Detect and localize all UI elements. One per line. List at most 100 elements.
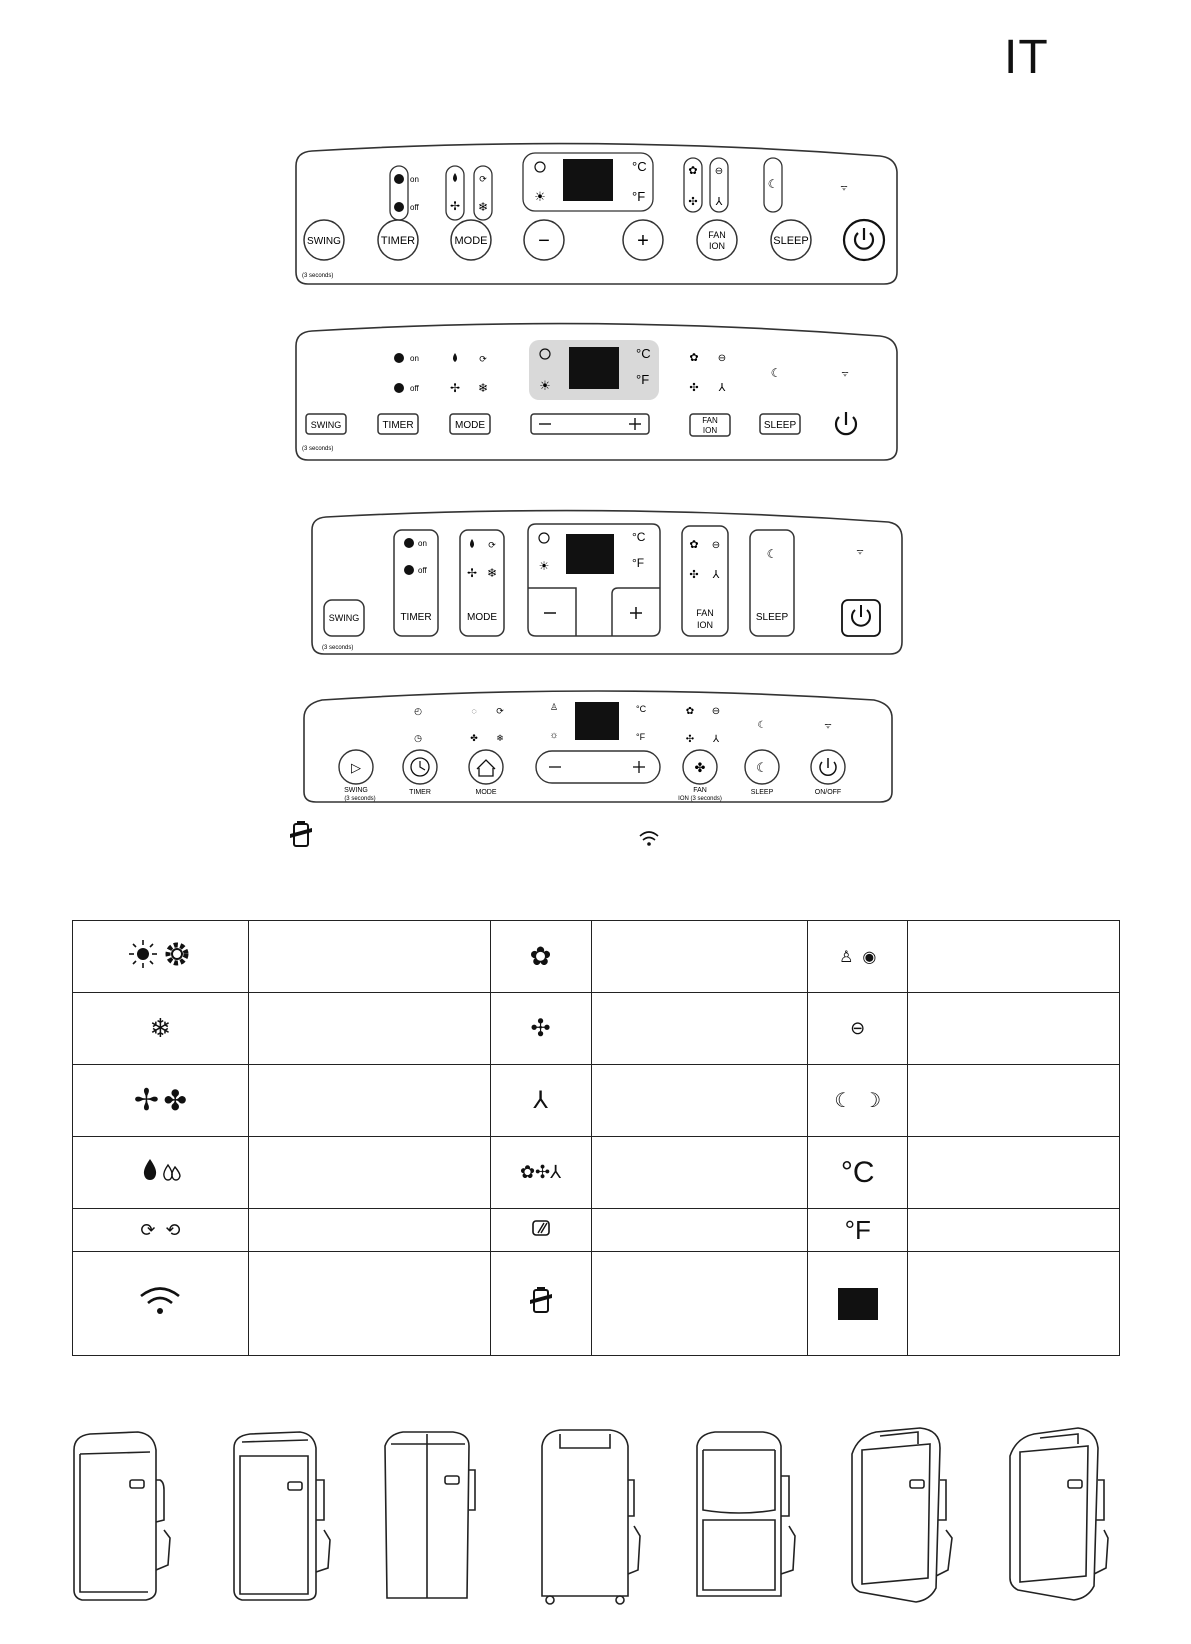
- drop-icon: ◌: [471, 706, 476, 716]
- wifi-icon: ᯤ: [841, 369, 848, 378]
- fan-icon: ✢: [450, 199, 460, 213]
- svg-text:ION: ION: [709, 241, 725, 251]
- fahrenheit-label: °F: [636, 372, 649, 387]
- fan-high-icon: ✿: [688, 165, 697, 177]
- digital-display: [563, 159, 613, 201]
- fan-low-icon: ⅄: [489, 1064, 592, 1137]
- sleep-button[interactable]: ☾ SLEEP: [749, 529, 795, 637]
- timer-button[interactable]: on off TIMER: [393, 529, 439, 637]
- swing-button[interactable]: SWING: [323, 599, 365, 637]
- fan-medium-icon: ✣: [688, 196, 697, 208]
- power-button[interactable]: [834, 412, 858, 436]
- sleep-button[interactable]: SLEEP: [759, 413, 801, 435]
- svg-text:☾: ☾: [756, 760, 768, 775]
- svg-text:MODE: MODE: [455, 420, 485, 431]
- svg-text:SLEEP: SLEEP: [773, 235, 808, 247]
- fan-icon: ✢: [450, 381, 460, 395]
- timer-on-icon: ◴: [414, 706, 422, 716]
- swing-button[interactable]: SWING: [303, 219, 345, 261]
- fan-medium-icon: ✣: [489, 992, 592, 1065]
- svg-text:✤: ✤: [695, 760, 706, 775]
- product-illustration: [541, 1429, 641, 1605]
- fan-icon: ✤: [470, 733, 478, 743]
- person-icon: [534, 161, 546, 173]
- svg-text:ION (3 seconds): ION (3 seconds): [678, 796, 722, 802]
- snowflake-icon: ❄: [496, 733, 504, 743]
- svg-text:ION: ION: [703, 426, 717, 435]
- fan-ion-button[interactable]: FAN ION: [689, 413, 731, 437]
- temp-rocker-button[interactable]: [535, 750, 661, 784]
- celsius-label: °C: [632, 159, 647, 174]
- drop-icon: [453, 353, 457, 362]
- tank-full-icon: [489, 1251, 592, 1356]
- wifi-icon: ᯤ: [856, 547, 863, 556]
- ion-icon: ⊖: [712, 706, 720, 717]
- temp-rocker-button[interactable]: [530, 413, 650, 435]
- person-icon: [539, 348, 551, 360]
- fan-high-icon: ✿: [689, 352, 698, 364]
- sleep-icon: ☾: [771, 366, 782, 380]
- sleep-icon: ☾: [758, 720, 767, 731]
- svg-text:FAN: FAN: [708, 230, 726, 240]
- svg-text:⟳: ⟳: [488, 540, 496, 550]
- svg-text:(3 seconds): (3 seconds): [344, 796, 375, 802]
- power-button[interactable]: [841, 599, 881, 637]
- swing-button[interactable]: ▷ SWING (3 seconds): [338, 749, 376, 802]
- timer-button[interactable]: TIMER: [377, 219, 419, 261]
- drop-icon: [72, 1136, 249, 1209]
- svg-text:TIMER: TIMER: [409, 789, 431, 796]
- ion-icon: ⊖: [807, 992, 909, 1065]
- ion-icon: ⊖: [718, 353, 726, 364]
- plus-button[interactable]: [630, 607, 642, 619]
- timer-on-label: on: [410, 354, 419, 363]
- svg-text:TIMER: TIMER: [381, 235, 415, 247]
- svg-text:ON/OFF: ON/OFF: [815, 789, 841, 796]
- auto-mode-icon: ⟳: [479, 354, 487, 364]
- fan-medium-icon: ✣: [689, 382, 698, 394]
- sleep-button[interactable]: ☾ SLEEP: [744, 749, 780, 796]
- product-illustration: [73, 1431, 171, 1601]
- filter-icon: [489, 1208, 592, 1252]
- person-icon: ♙ ◉: [807, 920, 909, 993]
- table-row: [72, 1251, 1120, 1356]
- svg-text:°C: °C: [632, 530, 646, 544]
- sun-icon: ☼: [549, 730, 558, 741]
- timer-button[interactable]: TIMER: [402, 749, 438, 796]
- sleep-button[interactable]: SLEEP: [770, 219, 812, 261]
- wifi-hint: (3 seconds): [302, 446, 333, 452]
- svg-text:TIMER: TIMER: [382, 420, 413, 431]
- product-illustration: [1009, 1427, 1109, 1601]
- swing-button[interactable]: SWING: [305, 413, 347, 435]
- auto-mode-icon: ⟳ ⟲: [72, 1208, 249, 1252]
- fan-ion-button[interactable]: ✤ FAN ION (3 seconds): [678, 749, 722, 802]
- wifi-icon: [72, 1251, 249, 1356]
- ion-icon: ⊖: [715, 166, 723, 177]
- sun-icon: ☀: [539, 378, 551, 393]
- drop-icon: [453, 173, 457, 182]
- fan-high-icon: ✿: [489, 920, 592, 993]
- power-button[interactable]: [842, 218, 886, 262]
- sun-icon: ☀: [534, 189, 546, 204]
- onoff-button[interactable]: ON/OFF: [810, 749, 846, 796]
- table-row: ✿ ♙ ◉: [72, 920, 1120, 993]
- svg-text:MODE: MODE: [467, 612, 497, 623]
- mode-button[interactable]: MODE: [450, 219, 492, 261]
- wifi-hint: (3 seconds): [322, 645, 353, 651]
- snowflake-icon: ❄: [72, 992, 249, 1065]
- timer-off-label: off: [410, 203, 420, 212]
- plus-button[interactable]: +: [622, 219, 664, 261]
- tank-full-icon: [288, 820, 314, 850]
- sun-gear-icon: [72, 920, 249, 993]
- mode-button[interactable]: MODE: [468, 749, 504, 796]
- sleep-icon: ☾: [768, 177, 779, 191]
- fan-ion-button[interactable]: ✿ ⊖ ✣ ⅄ FAN ION: [681, 525, 729, 637]
- mode-button[interactable]: MODE: [449, 413, 491, 435]
- mode-button[interactable]: ⟳ ✢ ❄ MODE: [459, 529, 505, 637]
- fan-ion-button[interactable]: FAN ION: [696, 219, 738, 261]
- svg-text:✿: ✿: [689, 539, 698, 551]
- minus-button[interactable]: −: [523, 219, 565, 261]
- control-panel-3: on off TIMER ⟳ ✢ ❄ MODE ☀ °C °F ✿ ⊖ ✣ ⅄ …: [306, 508, 906, 660]
- wifi-icon: [638, 830, 660, 848]
- timer-button[interactable]: TIMER: [377, 413, 419, 435]
- svg-text:−: −: [538, 230, 550, 252]
